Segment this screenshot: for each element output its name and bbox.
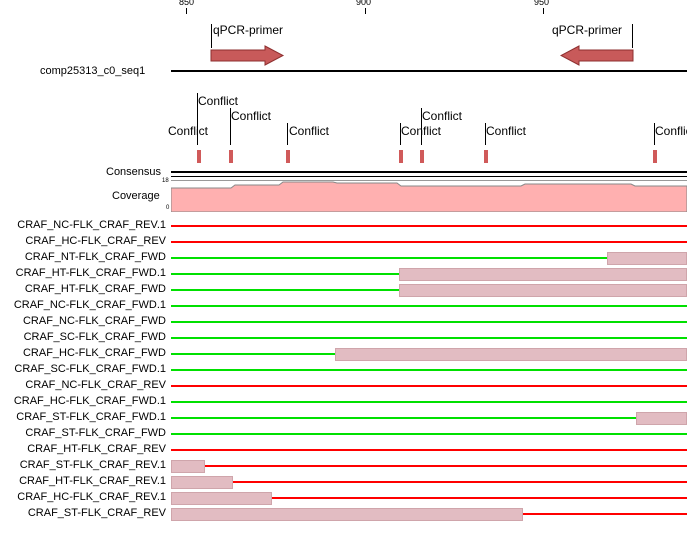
consensus-underline <box>171 176 687 177</box>
read-name[interactable]: CRAF_HT-FLK_CRAF_REV.1 <box>19 475 166 487</box>
conflict-label: Conflict <box>231 109 272 123</box>
conflict-label: Conflict <box>401 124 442 138</box>
conflict-label: Conflict <box>655 124 687 138</box>
conflict-label: Conflict <box>289 124 330 138</box>
read-name[interactable]: CRAF_SC-FLK_CRAF_FWD.1 <box>14 363 166 375</box>
read-mismatch-region[interactable] <box>399 284 687 297</box>
forward-read-line[interactable] <box>171 257 687 259</box>
reference-sequence-name[interactable]: comp25313_c0_seq1 <box>40 65 146 77</box>
conflict-label: Conflict <box>198 94 239 108</box>
coverage-label: Coverage <box>112 190 160 202</box>
read-name[interactable]: CRAF_NC-FLK_CRAF_REV.1 <box>17 219 166 231</box>
reverse-read-line[interactable] <box>171 465 687 467</box>
conflict-label: Conflict <box>422 109 463 123</box>
consensus-label: Consensus <box>106 166 162 178</box>
read-name[interactable]: CRAF_ST-FLK_CRAF_FWD.1 <box>16 411 166 423</box>
conflict-label: Conflict <box>168 124 209 138</box>
forward-read-line[interactable] <box>171 369 687 371</box>
read-mismatch-region[interactable] <box>171 460 205 473</box>
read-name[interactable]: CRAF_HT-FLK_CRAF_REV <box>27 443 166 455</box>
conflict-marker[interactable] <box>399 150 403 163</box>
primer-flag-line <box>632 24 633 48</box>
forward-read-line[interactable] <box>171 433 687 435</box>
forward-read-line[interactable] <box>171 417 687 419</box>
forward-primer-arrow[interactable] <box>210 45 285 66</box>
coverage-min: 0 <box>166 205 170 211</box>
conflict-marker[interactable] <box>420 150 424 163</box>
read-name[interactable]: CRAF_HT-FLK_CRAF_FWD.1 <box>15 267 166 279</box>
read-mismatch-region[interactable] <box>171 492 272 505</box>
read-name[interactable]: CRAF_HC-FLK_CRAF_REV.1 <box>17 491 166 503</box>
read-name[interactable]: CRAF_SC-FLK_CRAF_FWD <box>23 331 166 343</box>
reverse-read-line[interactable] <box>171 241 687 243</box>
reverse-primer-arrow[interactable] <box>560 45 635 66</box>
read-name[interactable]: CRAF_NC-FLK_CRAF_FWD <box>22 315 166 327</box>
read-name[interactable]: CRAF_NC-FLK_CRAF_REV <box>25 379 166 391</box>
reverse-read-line[interactable] <box>171 497 687 499</box>
conflict-marker[interactable] <box>197 150 201 163</box>
read-name[interactable]: CRAF_HC-FLK_CRAF_FWD <box>22 347 166 359</box>
ruler-tick-label: 850 <box>179 0 195 7</box>
reverse-read-line[interactable] <box>171 385 687 387</box>
ruler-tick-label: 950 <box>534 0 550 7</box>
ruler-tick <box>186 8 187 14</box>
reverse-read-line[interactable] <box>171 481 687 483</box>
reverse-read-line[interactable] <box>171 225 687 227</box>
reverse-read-line[interactable] <box>171 449 687 451</box>
reference-sequence-line[interactable] <box>171 70 687 72</box>
conflict-marker[interactable] <box>484 150 488 163</box>
read-name[interactable]: CRAF_NC-FLK_CRAF_FWD.1 <box>13 299 166 311</box>
forward-read-line[interactable] <box>171 321 687 323</box>
forward-read-line[interactable] <box>171 305 687 307</box>
primer-label: qPCR-primer <box>552 23 623 37</box>
read-mismatch-region[interactable] <box>171 476 233 489</box>
read-name[interactable]: CRAF_HC-FLK_CRAF_REV <box>25 235 166 247</box>
read-mismatch-region[interactable] <box>607 252 687 265</box>
coverage-graph[interactable] <box>171 180 687 212</box>
forward-read-line[interactable] <box>171 337 687 339</box>
primer-flag-line <box>211 24 212 48</box>
ruler-tick <box>365 8 366 14</box>
ruler-tick-label: 900 <box>356 0 372 7</box>
read-name[interactable]: CRAF_ST-FLK_CRAF_REV.1 <box>19 459 166 471</box>
position-ruler: 850 900 950 <box>0 0 687 14</box>
read-mismatch-region[interactable] <box>636 412 687 425</box>
read-mismatch-region[interactable] <box>399 268 687 281</box>
conflict-marker[interactable] <box>653 150 657 163</box>
read-name[interactable]: CRAF_NT-FLK_CRAF_FWD <box>24 251 166 263</box>
read-name[interactable]: CRAF_ST-FLK_CRAF_REV <box>27 507 166 519</box>
consensus-line[interactable] <box>171 171 687 173</box>
conflict-label: Conflict <box>486 124 527 138</box>
read-mismatch-region[interactable] <box>171 508 523 521</box>
read-name[interactable]: CRAF_ST-FLK_CRAF_FWD <box>25 427 166 439</box>
ruler-tick <box>543 8 544 14</box>
coverage-max: 18 <box>162 178 169 184</box>
primer-label: qPCR-primer <box>213 23 284 37</box>
forward-read-line[interactable] <box>171 401 687 403</box>
read-mismatch-region[interactable] <box>335 348 687 361</box>
read-name[interactable]: CRAF_HC-FLK_CRAF_FWD.1 <box>13 395 166 407</box>
conflict-marker[interactable] <box>286 150 290 163</box>
read-name[interactable]: CRAF_HT-FLK_CRAF_FWD <box>24 283 166 295</box>
conflict-marker[interactable] <box>229 150 233 163</box>
